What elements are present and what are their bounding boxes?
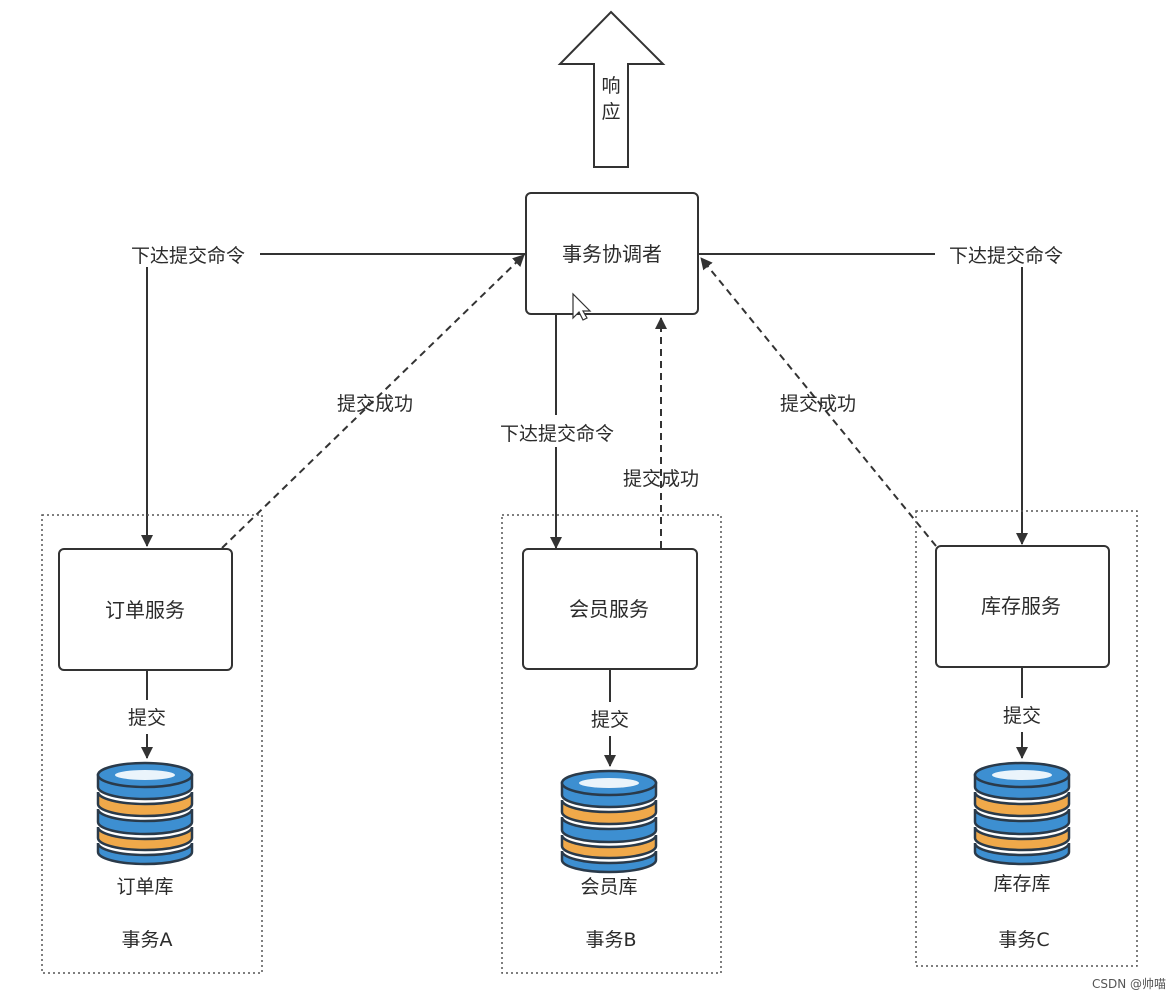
tx-label-b: 事务B xyxy=(585,929,636,951)
transaction-a: 订单服务 提交 订单库 事务A xyxy=(41,514,263,974)
command-arrow-right: 下达提交命令 xyxy=(698,245,1063,545)
commit-label-a: 提交 xyxy=(128,707,166,729)
command-label-middle: 下达提交命令 xyxy=(500,423,614,445)
commit-label-b: 提交 xyxy=(591,709,629,731)
coordinator-label: 事务协调者 xyxy=(562,242,662,266)
command-arrow-left: 下达提交命令 xyxy=(131,245,526,547)
command-label-left: 下达提交命令 xyxy=(131,245,245,267)
ack-arrow-left: 提交成功 xyxy=(221,254,525,549)
tx-label-c: 事务C xyxy=(998,929,1049,951)
service-label-b: 会员服务 xyxy=(569,597,649,621)
response-arrow: 响 应 xyxy=(557,10,666,168)
db-label-b: 会员库 xyxy=(580,876,637,898)
database-icon-c xyxy=(973,761,1071,866)
ack-label-middle: 提交成功 xyxy=(623,468,699,490)
ack-label-right: 提交成功 xyxy=(780,393,856,415)
tx-label-a: 事务A xyxy=(122,929,173,951)
command-arrow-middle: 下达提交命令 xyxy=(500,314,614,549)
watermark: CSDN @帅喵 xyxy=(1092,977,1166,991)
ack-arrow-right: 提交成功 xyxy=(700,257,937,547)
ack-label-left: 提交成功 xyxy=(337,393,413,415)
transaction-c: 库存服务 提交 库存库 事务C xyxy=(915,510,1138,967)
response-label-2: 应 xyxy=(601,101,620,123)
service-label-a: 订单服务 xyxy=(105,598,185,622)
mouse-cursor-icon xyxy=(572,292,592,321)
db-label-c: 库存库 xyxy=(993,873,1050,895)
transaction-b: 会员服务 提交 会员库 事务B xyxy=(501,514,722,974)
coordinator-node: 事务协调者 xyxy=(525,192,699,321)
service-label-c: 库存服务 xyxy=(981,594,1061,618)
database-icon-b xyxy=(560,769,658,874)
ack-arrow-middle: 提交成功 xyxy=(623,317,699,548)
command-label-right: 下达提交命令 xyxy=(949,245,1063,267)
response-label-1: 响 xyxy=(601,75,620,97)
db-label-a: 订单库 xyxy=(116,876,173,898)
commit-label-c: 提交 xyxy=(1003,705,1041,727)
database-icon-a xyxy=(96,761,194,866)
